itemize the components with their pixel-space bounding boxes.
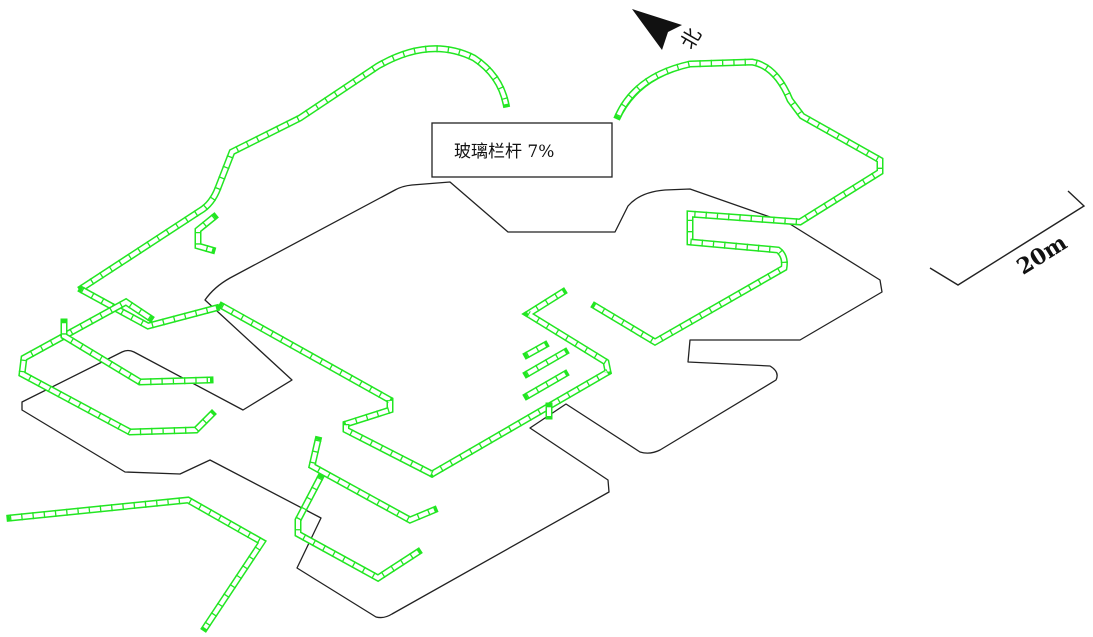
railing-left-middle (60, 318, 214, 386)
railing-posts (220, 289, 612, 478)
railing-label: 玻璃栏杆 7% (431, 122, 613, 178)
scale-bar-line (929, 190, 1086, 286)
railing-label-text: 玻璃栏杆 7% (454, 142, 554, 162)
railing-glass-panel (593, 59, 882, 345)
railing-glass-panel (19, 299, 214, 435)
north-arrow-icon (632, 9, 682, 50)
railing-label-box (431, 122, 613, 178)
railing-glass-panel (62, 322, 211, 385)
railing-south-upper (307, 435, 439, 524)
railing-glass-panel (526, 343, 546, 357)
building-outline (21, 181, 883, 619)
railing-glass-panel (196, 215, 216, 252)
railing-glass-panel (81, 288, 217, 329)
glass-railings (6, 45, 884, 633)
north-arrow: 北 (632, 9, 706, 53)
railing-glass-panel (525, 372, 567, 398)
railing-glass-panel (80, 46, 508, 290)
scale-label: 20m (1012, 230, 1071, 281)
railing-glass-panel (309, 439, 435, 523)
railing-glass-panel (525, 350, 567, 376)
railing-glass-panel (9, 497, 265, 630)
railing-northeast-loop (590, 58, 884, 347)
scale-bar: 20m (929, 190, 1086, 286)
north-label: 北 (675, 24, 706, 53)
railing-glass-panel (296, 477, 420, 581)
